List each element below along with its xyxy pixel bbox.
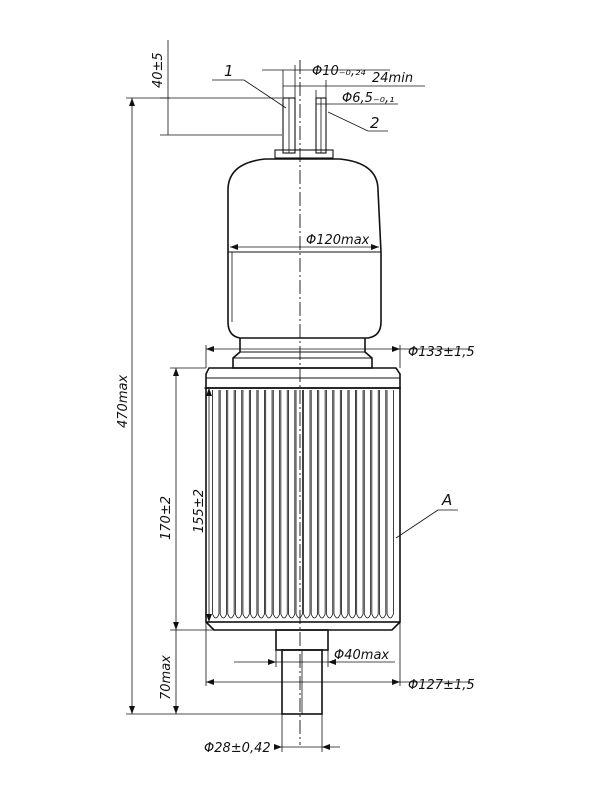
radiator-fin — [219, 390, 227, 619]
dim-lead2-diameter: Φ6,5₋₀,₁ — [342, 91, 394, 106]
dim-lead-spacing: 24min — [372, 71, 413, 86]
radiator-fin — [325, 390, 334, 619]
dim-stem-diameter: Φ40max — [334, 648, 389, 663]
radiator-fin — [363, 390, 372, 619]
radiator-fin — [257, 390, 265, 619]
dim-lead-diameter: Φ10₋₀,₂₄ — [312, 64, 366, 79]
radiator-fin — [356, 390, 364, 619]
radiator-fin — [379, 390, 387, 619]
radiator-fin — [234, 390, 243, 619]
label-fins-a: A — [441, 491, 452, 509]
label-lead-2: 2 — [370, 114, 380, 132]
dimension-lines — [126, 40, 470, 752]
dim-lead-length: 40±5 — [151, 52, 166, 88]
terminal-leads — [274, 97, 334, 159]
dim-radiator-outer: 170±2 — [159, 496, 174, 540]
radiator-fin — [341, 390, 349, 619]
radiator-fin — [295, 390, 303, 619]
dim-radiator-inner: 155±2 — [192, 489, 207, 533]
radiator-fin — [212, 390, 220, 619]
radiator-fin — [303, 390, 311, 619]
dim-radiator-base: Φ127±1,5 — [408, 678, 475, 693]
radiator-fin — [280, 390, 288, 619]
radiator-fin — [242, 390, 250, 619]
radiator — [205, 387, 401, 631]
dim-bottom-diameter: Φ28±0,42 — [204, 741, 271, 756]
radiator-fin — [386, 390, 394, 619]
radiator-fin — [227, 390, 235, 619]
radiator-fin — [288, 390, 296, 619]
radiator-fin — [348, 390, 356, 619]
flange — [205, 338, 401, 389]
radiator-fin — [333, 390, 341, 619]
radiator-fins — [212, 390, 394, 619]
radiator-fin — [250, 390, 258, 619]
radiator-fin — [272, 390, 281, 619]
dim-flange-diameter: Φ133±1,5 — [408, 345, 475, 360]
label-lead-1: 1 — [224, 62, 234, 80]
bulb — [227, 158, 382, 339]
dim-bottom-length: 70max — [159, 655, 174, 700]
radiator-fin — [310, 390, 318, 619]
bottom-terminal — [275, 629, 329, 715]
dim-bulb-diameter: Φ120max — [306, 233, 370, 248]
radiator-fin — [265, 390, 273, 619]
radiator-fin — [318, 390, 326, 619]
dim-total-height: 470max — [116, 375, 131, 428]
radiator-fin — [371, 390, 379, 619]
